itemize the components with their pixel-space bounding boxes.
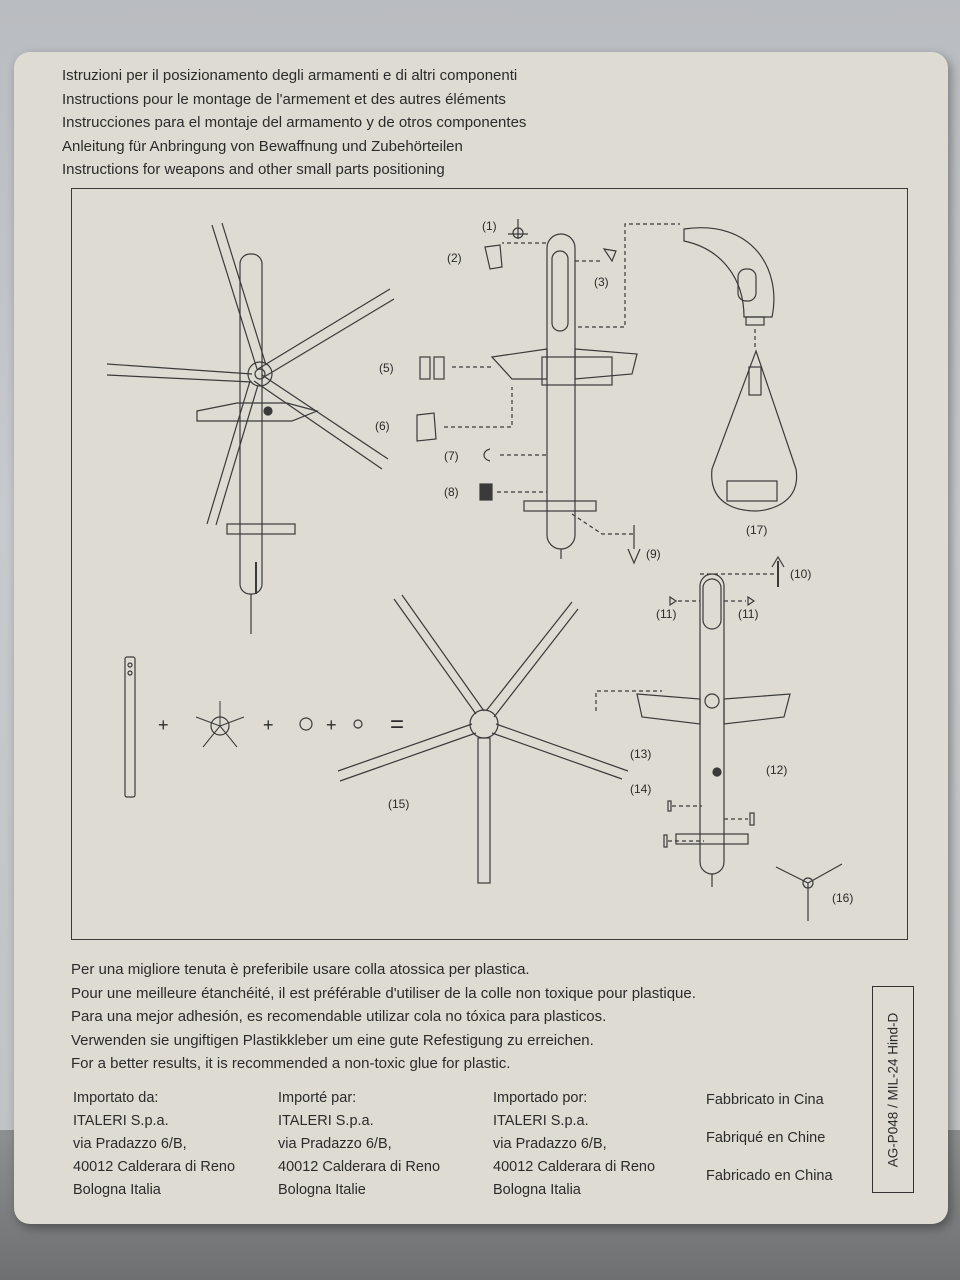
importer-address-it: Importato da: ITALERI S.p.a. via Pradazz… <box>73 1087 235 1202</box>
importer-country: Bologna Italie <box>278 1182 366 1198</box>
plus-sign-2: + <box>263 715 274 735</box>
part-label-1: (1) <box>482 219 497 233</box>
part-label-8: (8) <box>444 485 459 499</box>
header-instructions: Istruzioni per il posizionamento degli a… <box>62 64 526 182</box>
importer-street: via Pradazzo 6/B, <box>493 1136 607 1152</box>
helicopter-top-view-parts <box>416 219 680 565</box>
part-label-10: (10) <box>790 567 812 581</box>
importer-city: 40012 Calderara di Reno <box>278 1159 441 1175</box>
importer-country: Bologna Italia <box>73 1182 161 1198</box>
importer-street: via Pradazzo 6/B, <box>278 1136 392 1152</box>
part-label-17: (17) <box>746 523 768 537</box>
header-line-de: Anleitung für Anbringung von Bewaffnung … <box>62 137 463 155</box>
part-label-12: (12) <box>766 763 788 777</box>
plus-sign-1: + <box>158 715 169 735</box>
importer-label: Importado por: <box>493 1090 588 1106</box>
part-label-9: (9) <box>646 547 661 561</box>
header-line-fr: Instructions pour le montage de l'armeme… <box>62 90 506 108</box>
part-label-14: (14) <box>630 782 652 796</box>
header-line-it: Istruzioni per il posizionamento degli a… <box>62 67 518 84</box>
glue-line-de: Verwenden sie ungiftigen Plastikkleber u… <box>71 1031 594 1049</box>
part-15-main-rotor <box>337 594 629 884</box>
assembly-diagram: (1) (2) (3) (5) (6) (7) (8) (9) (17) (10… <box>71 188 908 940</box>
glue-line-fr: Pour une meilleure étanchéité, il est pr… <box>71 984 696 1002</box>
part-16-tail-rotor <box>775 863 843 921</box>
importer-country: Bologna Italia <box>493 1182 581 1198</box>
importer-address-es: Importado por: ITALERI S.p.a. via Pradaz… <box>493 1087 655 1202</box>
importer-city: 40012 Calderara di Reno <box>73 1159 236 1175</box>
made-in-es: Fabricado en China <box>706 1168 833 1184</box>
header-line-es: Instrucciones para el montaje del armame… <box>62 114 527 132</box>
glue-line-en: For a better results, it is recommended … <box>71 1055 511 1073</box>
part-label-3: (3) <box>594 275 609 289</box>
helicopter-top-view-rotor <box>106 222 395 634</box>
importer-company: ITALERI S.p.a. <box>493 1113 589 1129</box>
made-in-fr: Fabriqué en Chine <box>706 1130 826 1146</box>
importer-company: ITALERI S.p.a. <box>73 1113 169 1129</box>
instruction-card: Istruzioni per il posizionamento degli a… <box>14 52 948 1224</box>
importer-label: Importato da: <box>73 1090 159 1106</box>
glue-recommendation: Per una migliore tenuta è preferibile us… <box>71 958 696 1076</box>
glue-line-es: Para una mejor adhesión, es recomendable… <box>71 1008 607 1026</box>
importer-company: ITALERI S.p.a. <box>278 1113 374 1129</box>
part-label-13: (13) <box>630 747 652 761</box>
part-label-11-left: (11) <box>656 607 677 621</box>
part-label-6: (6) <box>375 419 390 433</box>
part-label-2: (2) <box>447 251 462 265</box>
part-label-16: (16) <box>832 891 854 905</box>
made-in-block: Fabbricato in Cina Fabriqué en Chine Fab… <box>706 1092 833 1206</box>
part-17-canopy <box>683 227 798 512</box>
part-label-15: (15) <box>388 797 410 811</box>
product-code-box: AG-P048 / MIL-24 Hind-D <box>872 986 914 1193</box>
part-label-11-right: (11) <box>738 607 759 621</box>
part-label-5: (5) <box>379 361 394 375</box>
importer-city: 40012 Calderara di Reno <box>493 1159 656 1175</box>
header-line-en: Instructions for weapons and other small… <box>62 161 445 179</box>
product-code: AG-P048 / MIL-24 Hind-D <box>885 1012 901 1167</box>
plus-sign-3: + <box>326 715 337 735</box>
equals-sign: = <box>390 711 405 738</box>
importer-label: Importé par: <box>278 1090 357 1106</box>
helicopter-top-view-weapons <box>595 555 791 887</box>
rotor-assembly-sequence <box>124 656 363 798</box>
importer-address-fr: Importé par: ITALERI S.p.a. via Pradazzo… <box>278 1087 440 1202</box>
part-label-7: (7) <box>444 449 459 463</box>
glue-line-it: Per una migliore tenuta è preferibile us… <box>71 961 530 978</box>
made-in-it: Fabbricato in Cina <box>706 1092 824 1108</box>
importer-street: via Pradazzo 6/B, <box>73 1136 187 1152</box>
